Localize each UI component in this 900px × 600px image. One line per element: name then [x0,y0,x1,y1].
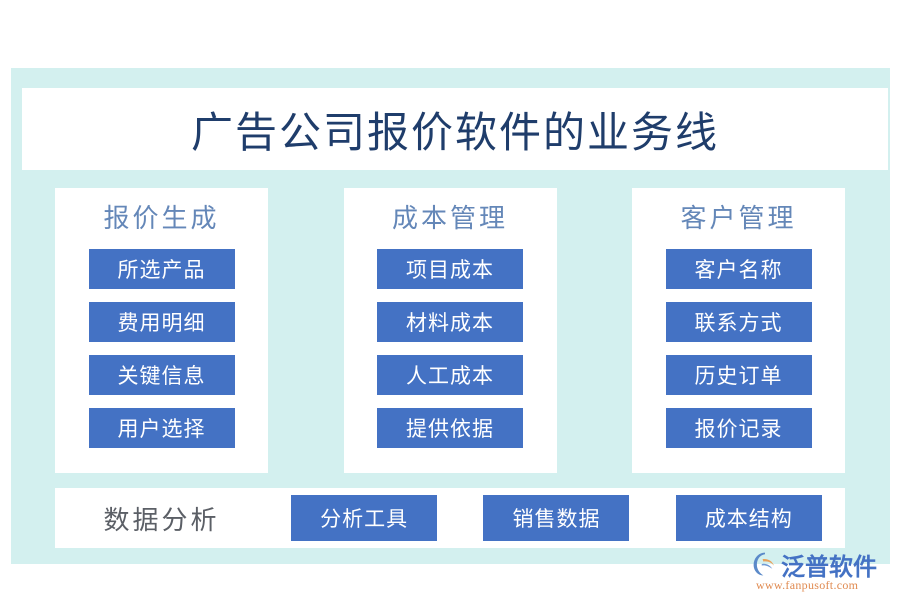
category-columns: 报价生成 所选产品 费用明细 关键信息 用户选择 成本管理 项目成本 材料成本 … [55,188,845,473]
chip-cost-structure[interactable]: 成本结构 [675,495,822,541]
chip-quote-record[interactable]: 报价记录 [665,408,812,448]
brand-name: 泛普软件 [781,554,877,581]
chip-analysis-tools[interactable]: 分析工具 [291,495,438,541]
category-header: 成本管理 [391,204,508,233]
brand-logo: 泛普软件 www.fanpusoft.com [752,549,892,595]
brand-row: 泛普软件 [752,549,877,581]
category-card-cost-management: 成本管理 项目成本 材料成本 人工成本 提供依据 [343,188,557,473]
chip-customer-name[interactable]: 客户名称 [665,249,812,289]
chip-material-cost[interactable]: 材料成本 [377,302,523,342]
chip-fee-detail[interactable]: 费用明细 [88,302,235,342]
chip-sales-data[interactable]: 销售数据 [483,495,630,541]
chip-labor-cost[interactable]: 人工成本 [377,355,523,395]
brand-url: www.fanpusoft.com [756,578,859,592]
chip-selected-product[interactable]: 所选产品 [88,249,235,289]
category-card-customer-management: 客户管理 客户名称 联系方式 历史订单 报价记录 [632,188,845,473]
data-analysis-row: 数据分析 分析工具 销售数据 成本结构 [55,488,845,548]
fanpu-logo-icon [753,552,774,576]
chip-key-info[interactable]: 关键信息 [88,355,235,395]
data-analysis-label: 数据分析 [103,505,220,535]
category-card-quote-generation: 报价生成 所选产品 费用明细 关键信息 用户选择 [55,188,268,473]
title-banner: 广告公司报价软件的业务线 [22,88,888,170]
data-analysis-chips: 分析工具 销售数据 成本结构 [268,495,845,541]
category-header: 报价生成 [103,204,220,233]
category-header: 客户管理 [680,204,797,233]
chip-provide-basis[interactable]: 提供依据 [377,408,523,448]
chip-project-cost[interactable]: 项目成本 [377,249,523,289]
page-title: 广告公司报价软件的业务线 [190,110,719,157]
chip-order-history[interactable]: 历史订单 [665,355,812,395]
chip-contact-method[interactable]: 联系方式 [665,302,812,342]
chip-user-selection[interactable]: 用户选择 [88,408,235,448]
